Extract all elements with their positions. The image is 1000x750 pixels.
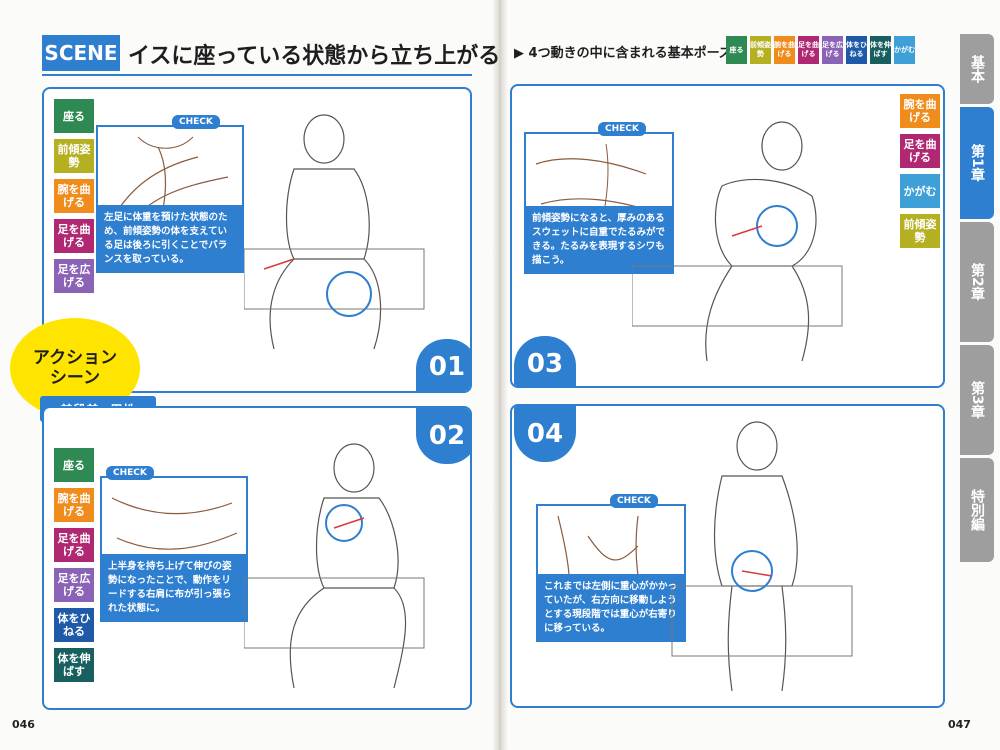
check-label: CHECK	[106, 466, 154, 480]
check-text: これまでは左側に重心がかかっていたが、右方向に移動しようとする現段階では重心が右…	[536, 574, 686, 642]
chapter-tab[interactable]: 第3章	[960, 345, 994, 455]
check-text: 上半身を持ち上げて伸びの姿勢になったことで、動作をリードする右肩に布が引っ張られ…	[100, 554, 248, 622]
legend-tag: 座る	[726, 36, 747, 64]
chapter-tab[interactable]: 第1章	[960, 107, 994, 219]
check-text: 前傾姿勢になると、厚みのあるスウェットに自重でたるみができる。たるみを表現するシ…	[524, 206, 674, 274]
standing-figure-sketch	[671, 421, 853, 692]
check-label: CHECK	[172, 115, 220, 129]
legend-tag: 腕を曲げる	[774, 36, 795, 64]
pose-tag: 腕を曲げる	[900, 94, 940, 128]
check-label: CHECK	[610, 494, 658, 508]
page-title: イスに座っている状態から立ち上がる	[128, 44, 501, 69]
chapter-tab[interactable]: 第2章	[960, 222, 994, 342]
pose-tag: 足を曲げる	[54, 219, 94, 253]
panel-number: 03	[514, 336, 576, 386]
title-underline	[42, 74, 472, 76]
pose-tag: 腕を曲げる	[54, 179, 94, 213]
pose-tag: 前傾姿勢	[54, 139, 94, 173]
legend-tag: 前傾姿勢	[750, 36, 771, 64]
scene-badge: SCENE	[42, 35, 120, 71]
page-number-right: 047	[948, 718, 971, 731]
panel-02-tags: 座る腕を曲げる足を曲げる足を広げる体をひねる体を伸ばす	[54, 448, 94, 682]
pose-tag: かがむ	[900, 174, 940, 208]
check-text: 左足に体重を預けた状態のため、前傾姿勢の体を支えている足は後ろに引くことでバラン…	[96, 205, 244, 273]
pose-tag: 足を広げる	[54, 259, 94, 293]
panel-03-tags: 腕を曲げる足を曲げるかがむ前傾姿勢	[900, 94, 940, 248]
action-line-2: シーン	[49, 368, 101, 388]
pose-tag: 座る	[54, 448, 94, 482]
chapter-tabs: 基本第1章第2章第3章特別編	[960, 34, 994, 562]
legend-tag: かがむ	[894, 36, 915, 64]
legend-tag: 体を伸ばす	[870, 36, 891, 64]
panel-03: CHECK 前傾姿勢になると、厚みのあるスウェットに自重でたるみができる。たるみ…	[510, 84, 945, 388]
check-label: CHECK	[598, 122, 646, 136]
panel-04: 04 CHECK これまでは左側に重心がかかっていたが、右方向に移動しようとする…	[510, 404, 945, 708]
action-line-1: アクション	[32, 348, 118, 368]
pose-tag: 体を伸ばす	[54, 648, 94, 682]
panel-number: 02	[416, 408, 470, 464]
pose-tag: 腕を曲げる	[54, 488, 94, 522]
chapter-tab[interactable]: 特別編	[960, 458, 994, 562]
legend-tag: 体をひねる	[846, 36, 867, 64]
panel-02: 02 座る腕を曲げる足を曲げる足を広げる体をひねる体を伸ばす CHECK 上半身…	[42, 406, 472, 710]
chapter-tab[interactable]: 基本	[960, 34, 994, 104]
book-gutter	[492, 0, 508, 750]
pose-legend: 座る前傾姿勢腕を曲げる足を曲げる足を広げる体をひねる体を伸ばすかがむ	[726, 36, 915, 64]
leaning-figure-sketch	[632, 121, 843, 362]
legend-tag: 足を広げる	[822, 36, 843, 64]
stretching-figure-sketch	[244, 443, 425, 689]
pose-tag: 体をひねる	[54, 608, 94, 642]
seated-figure-sketch	[244, 114, 425, 350]
page-number-left: 046	[12, 718, 35, 731]
pose-tag: 座る	[54, 99, 94, 133]
pose-tag: 足を曲げる	[54, 528, 94, 562]
pose-tag: 前傾姿勢	[900, 214, 940, 248]
pose-tag: 足を広げる	[54, 568, 94, 602]
panel-01: 座る前傾姿勢腕を曲げる足を曲げる足を広げる CHECK 左足に体重を預けた状態の…	[42, 87, 472, 393]
panel-01-tags: 座る前傾姿勢腕を曲げる足を曲げる足を広げる	[54, 99, 94, 293]
pose-tag: 足を曲げる	[900, 134, 940, 168]
legend-tag: 足を曲げる	[798, 36, 819, 64]
right-page-title: ▶ 4つ動きの中に含まれる基本ポーズ	[514, 46, 732, 61]
panel-number: 01	[416, 339, 470, 391]
panel-number: 04	[514, 406, 576, 462]
